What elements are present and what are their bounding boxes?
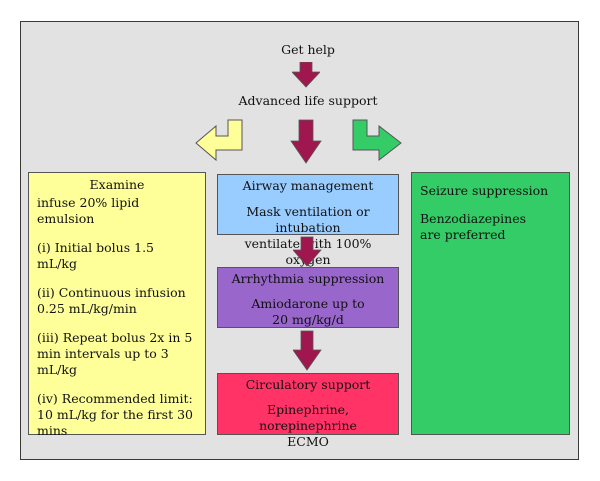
- airway-title: Airway management: [242, 178, 374, 193]
- examine-subtitle: infuse 20% lipid emulsion: [37, 195, 140, 226]
- down-arrow-icon-3: [293, 330, 322, 371]
- examine-step: (iv) Recommended limit: 10 mL/kg for the…: [37, 391, 193, 438]
- seizure-body: Benzodiazepines are preferred: [420, 211, 527, 242]
- examine-box: Examine infuse 20% lipid emulsion (i) In…: [28, 172, 206, 438]
- arrhythmia-title: Arrhythmia suppression: [231, 271, 385, 286]
- down-arrow-icon-2: [293, 236, 322, 267]
- examine-step: (ii) Continuous infusion 0.25 mL/kg/min: [37, 285, 186, 316]
- advanced-life-support-label: Advanced life support: [238, 93, 378, 108]
- seizure-box: Seizure suppression Benzodiazepines are …: [411, 172, 570, 435]
- bent-arrow-right-icon: [352, 119, 402, 162]
- airway-box: Airway management Mask ventilation or in…: [217, 174, 399, 267]
- circulatory-body-line2: ECMO: [287, 434, 329, 449]
- examine-step: (i) Initial bolus 1.5 mL/kg: [37, 240, 154, 271]
- examine-title: Examine: [89, 177, 145, 192]
- arrhythmia-box: Arrhythmia suppression Amiodarone up to …: [217, 267, 399, 328]
- examine-step: (iii) Repeat bolus 2x in 5 min intervals…: [37, 330, 193, 377]
- bent-arrow-left-icon: [195, 119, 243, 162]
- circulatory-box: Circulatory support Epinephrine, norepin…: [217, 373, 399, 449]
- airway-body-line1: Mask ventilation or intubation: [246, 204, 370, 235]
- down-arrow-icon: [292, 62, 320, 88]
- circulatory-body-line1: Epinephrine, norepinephrine: [259, 402, 357, 433]
- circulatory-title: Circulatory support: [245, 377, 371, 392]
- seizure-title: Seizure suppression: [420, 183, 549, 198]
- arrhythmia-body: Amiodarone up to 20 mg/kg/d: [251, 296, 365, 327]
- get-help-label: Get help: [281, 42, 335, 57]
- down-arrow-icon-center: [290, 119, 322, 164]
